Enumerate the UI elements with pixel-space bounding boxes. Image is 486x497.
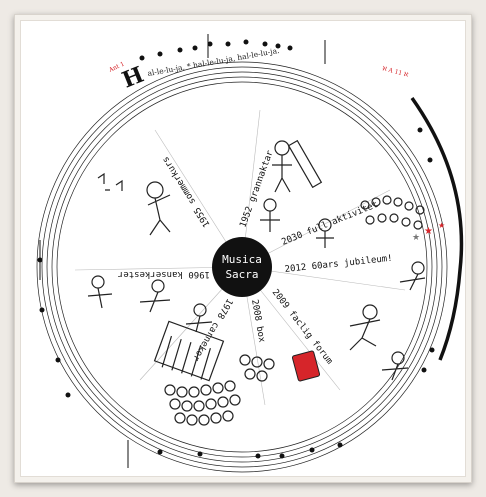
red-box: [292, 351, 320, 382]
anniversary-wheel: H al-le-lu-ja, * hal-le-lu-ja, hal-le-lu…: [20, 20, 466, 477]
segment-2012-label: 2012 60ars jubileum!: [284, 254, 393, 275]
center-title-2: Sacra: [225, 268, 258, 281]
svg-text:★: ★: [412, 233, 420, 243]
svg-text:★: ★: [438, 221, 445, 230]
center-disc: [212, 237, 272, 297]
center-title-1: Musica: [222, 253, 262, 266]
segment-2008-label: 2008 box: [249, 299, 266, 344]
hymn-right-mark: ℵ A 11 ℵ: [381, 65, 409, 79]
segment-2030-label: 2030 full aktivitet: [280, 200, 379, 248]
segment-1955-label: 1955 sommerkurs: [161, 154, 213, 228]
svg-text:★: ★: [424, 226, 433, 237]
poster-sheet: H al-le-lu-ja, * hal-le-lu-ja, hal-le-lu…: [20, 20, 466, 477]
picture-frame: H al-le-lu-ja, * hal-le-lu-ja, hal-le-lu…: [14, 14, 472, 483]
segment-1960-label: 1960 kanserkester: [117, 269, 210, 279]
